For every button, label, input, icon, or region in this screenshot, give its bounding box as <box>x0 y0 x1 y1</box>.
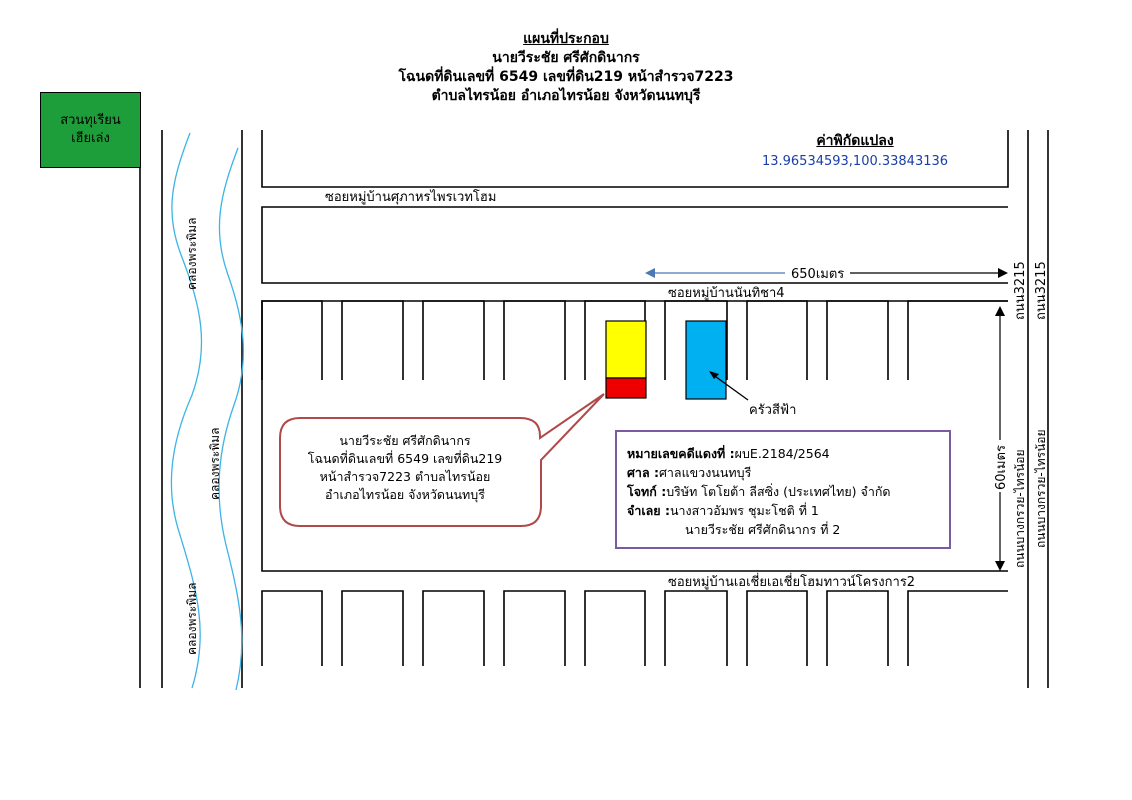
court-value: ศาลแขวงนนทบุรี <box>658 465 752 480</box>
soi-label-top: ซอยหมู่บ้านศุภาหรไพรเวทโฮม <box>325 189 496 205</box>
court-label: ศาล : <box>627 465 659 480</box>
canal-label: คลองพระพิมล <box>208 428 222 500</box>
road-name-label: ถนนบางกรวย-ไทรน้อย <box>1034 429 1048 548</box>
defendant-value: นายวีระชัย ศรีศักดินากร ที่ 2 <box>685 522 841 537</box>
park-label: สวนทุเรียน <box>60 113 121 128</box>
road-code-label: ถนน3215 <box>1013 261 1028 320</box>
deed-info: โฉนดที่ดินเลขที่ 6549 เลขที่ดิน219 หน้าส… <box>398 69 734 85</box>
defendant-row: จำเลย :นางสาวอัมพร ชุมะโชติ ที่ 1 <box>627 501 941 520</box>
owner-name: นายวีระชัย ศรีศักดินากร <box>492 50 640 66</box>
plaintiff-label: โจทก์ : <box>627 484 667 499</box>
case-number-label: หมายเลขคดีแดงที่ : <box>627 446 735 461</box>
coordinates-value: 13.96534593,100.33843136 <box>761 154 949 169</box>
callout-line: อำเภอไทรน้อย จังหวัดนนทบุรี <box>325 487 485 502</box>
callout-line: หน้าสำรวจ7223 ตำบลไทรน้อย <box>319 469 491 484</box>
plot-red <box>605 377 647 399</box>
plaintiff-value: บริษัท โตโยต้า ลีสซิ่ง (ประเทศไทย) จำกัด <box>666 484 891 499</box>
canal-line <box>218 147 245 691</box>
park-box: สวนทุเรียน เฮียเล่ง <box>40 92 141 168</box>
landmark-blue-building <box>685 320 727 400</box>
case-number-row: หมายเลขคดีแดงที่ :ผบE.2184/2564 <box>627 444 941 463</box>
canal-line <box>170 132 203 689</box>
callout-bubble <box>279 393 605 527</box>
park-label: เฮียเล่ง <box>71 131 110 146</box>
plot-yellow <box>605 320 647 379</box>
defendant-value: นางสาวอัมพร ชุมะโชติ ที่ 1 <box>669 503 819 518</box>
block-top <box>261 130 1009 188</box>
road-code-label: ถนน3215 <box>1034 261 1049 320</box>
landmark-label: ครัวสีฟ้า <box>749 402 796 418</box>
defendant-label: จำเลย : <box>627 503 670 518</box>
callout-text: นายวีระชัย ศรีศักดินากร โฉนดที่ดินเลขที่… <box>285 432 525 504</box>
defendant-row-2: นายวีระชัย ศรีศักดินากร ที่ 2 <box>627 520 941 539</box>
soi-label-bottom: ซอยหมู่บ้านเอเชี่ยเอเชี่ยโฮมทาวน์โครงการ… <box>668 573 915 590</box>
court-row: ศาล :ศาลแขวงนนทบุรี <box>627 463 941 482</box>
canal-label: คลองพระพิมล <box>185 218 199 290</box>
location-info: ตำบลไทรน้อย อำเภอไทรน้อย จังหวัดนนทบุรี <box>431 88 701 104</box>
distance-650m: 650เมตร <box>791 267 844 282</box>
soi-label-mid: ซอยหมู่บ้านนันทิชา4 <box>668 286 785 301</box>
callout-line: โฉนดที่ดินเลขที่ 6549 เลขที่ดิน219 <box>307 451 503 466</box>
plaintiff-row: โจทก์ :บริษัท โตโยต้า ลีสซิ่ง (ประเทศไทย… <box>627 482 941 501</box>
coordinates-block: ค่าพิกัดแปลง 13.96534593,100.33843136 <box>740 130 970 169</box>
map-title: แผนที่ประกอบ <box>523 31 609 47</box>
road-name-label: ถนนบางกรวย-ไทรน้อย <box>1013 449 1027 568</box>
canal-label: คลองพระพิมล <box>185 583 199 655</box>
block-second <box>261 206 1008 284</box>
case-info-box: หมายเลขคดีแดงที่ :ผบE.2184/2564 ศาล :ศาล… <box>615 430 951 549</box>
coordinates-title: ค่าพิกัดแปลง <box>816 133 894 149</box>
distance-60m: 60เมตร <box>994 445 1009 490</box>
callout-line: นายวีระชัย ศรีศักดินากร <box>339 433 471 448</box>
case-number-value: ผบE.2184/2564 <box>734 446 830 461</box>
